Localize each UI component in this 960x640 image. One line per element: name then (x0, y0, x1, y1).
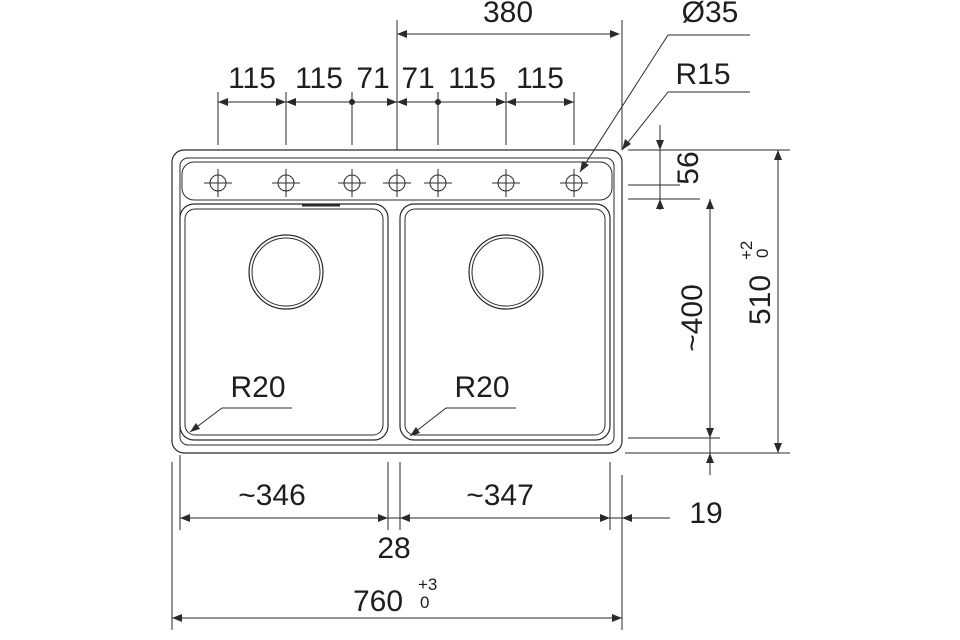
dim-346: ~346 (238, 479, 306, 512)
dim-115-a: 115 (228, 62, 276, 95)
dim-71-b: 71 (401, 62, 434, 95)
dim-510-tol-minus: 0 (753, 249, 772, 258)
left-drain (248, 234, 324, 310)
dim-diameter-35: Ø35 (682, 0, 739, 29)
dim-r15: R15 (675, 58, 730, 91)
tap-ledge (181, 161, 613, 201)
tap-hole-marker (383, 169, 411, 197)
tap-hole-marker (424, 169, 452, 197)
dim-347: ~347 (466, 479, 534, 512)
dim-r20-right: R20 (454, 371, 509, 404)
dim-760-tol-minus: 0 (420, 593, 429, 612)
dimension-labels: 380 Ø35 115 115 71 71 115 115 R15 56 510… (228, 0, 777, 618)
dim-71-a: 71 (356, 62, 389, 95)
dim-r20-left: R20 (230, 371, 285, 404)
dim-56: 56 (672, 151, 705, 184)
dim-510: 510 (744, 275, 777, 325)
dimension-lines (171, 20, 790, 630)
dim-115-b: 115 (295, 62, 343, 95)
right-bowl (399, 203, 611, 441)
right-drain (468, 234, 544, 310)
tap-hole-marker (272, 169, 300, 197)
dim-760-tol-plus: +3 (418, 575, 437, 594)
dim-115-d: 115 (516, 62, 564, 95)
left-bowl (179, 203, 389, 441)
dim-19: 19 (689, 497, 722, 530)
tap-holes (204, 169, 588, 197)
dim-380: 380 (483, 0, 533, 29)
dim-115-c: 115 (448, 62, 496, 95)
dim-400: ~400 (676, 284, 709, 352)
tap-hole-marker (204, 169, 232, 197)
dim-28: 28 (377, 532, 410, 565)
dim-510-tol-plus: +2 (737, 241, 756, 260)
dim-760: 760 (353, 585, 403, 618)
tap-hole-marker (338, 169, 366, 197)
tap-hole-marker (492, 169, 520, 197)
tap-hole-marker (560, 169, 588, 197)
